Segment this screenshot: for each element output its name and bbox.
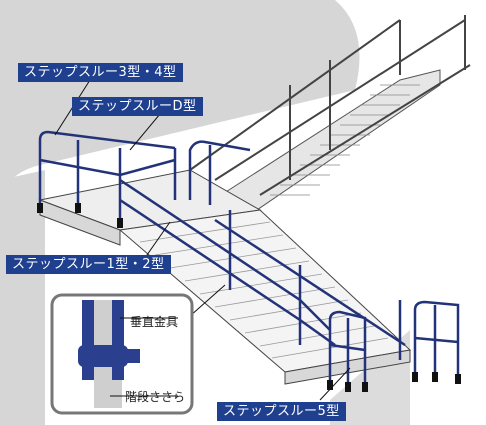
background-band-lower bbox=[0, 170, 45, 425]
label-type-3-4: ステップスルー3型・4型 bbox=[18, 63, 183, 82]
lower-handrails bbox=[119, 178, 406, 360]
label-stair-stringer: 階段ささら bbox=[125, 390, 186, 404]
post-feet bbox=[37, 203, 461, 392]
leader-lines bbox=[54, 79, 351, 401]
label-type-d: ステップスルーD型 bbox=[72, 97, 203, 116]
label-vertical-bracket: 垂直金具 bbox=[130, 315, 179, 329]
type5-posts bbox=[328, 300, 460, 385]
landing-handrails bbox=[38, 130, 251, 222]
label-type-1-2: ステップスルー1型・2型 bbox=[6, 255, 171, 274]
label-type-5: ステップスルー5型 bbox=[217, 402, 346, 421]
detail-inset bbox=[50, 293, 194, 415]
